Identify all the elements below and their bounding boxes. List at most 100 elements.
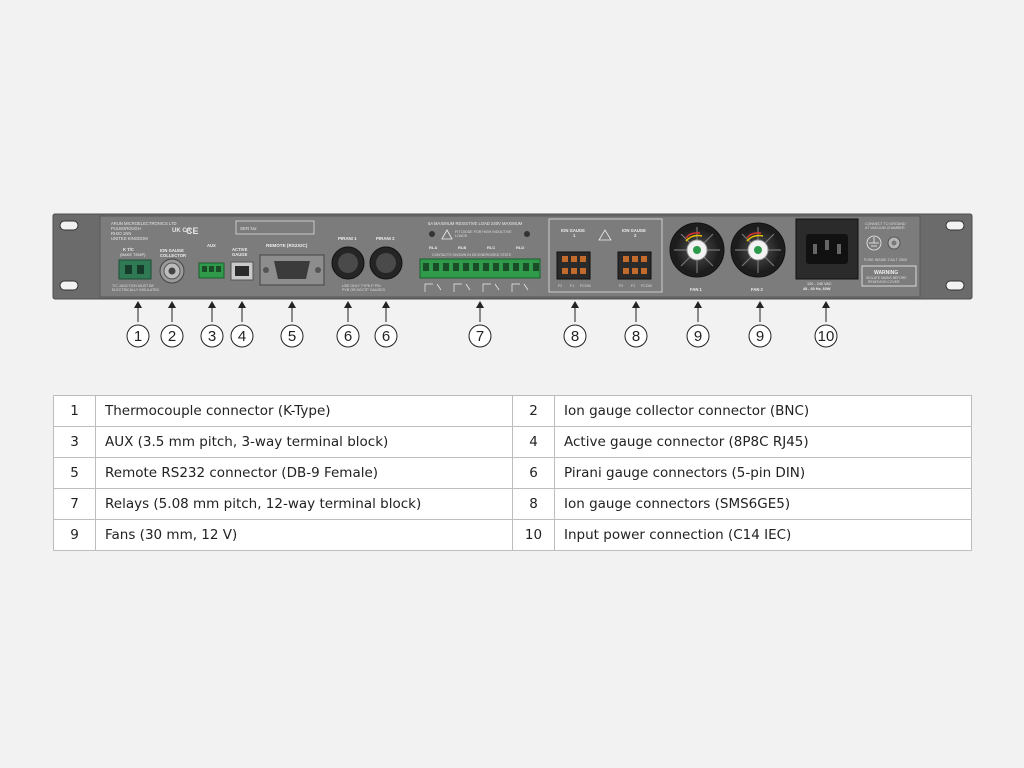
relay-d-label: RLD [516,245,524,250]
ion-pin-label: FCOM [641,284,652,288]
ground-label: AT VACUUM CHAMBER [865,226,905,230]
callout-number: 4 [238,328,246,345]
ion-pin-label: F2 [558,284,562,288]
relay-note: CONTACTS SHOWN IN DE-ENERGISED STATE [432,253,512,257]
pirani-note: PVB OR AGCTP GAUGES [342,288,386,292]
legend-number: 8 [512,488,555,520]
kt-c-note: ELECTRICALLY INSULATED [112,288,160,292]
callout-number: 3 [208,328,216,345]
mount-slot [945,220,965,231]
ion-pin-label: F2 [619,284,623,288]
aux-label: AUX [207,243,216,248]
callout-number: 8 [632,328,640,345]
legend-row: 5 Remote RS232 connector (DB-9 Female) 6… [53,457,972,489]
rj45-connector[interactable]: ACTIVE GAUGE [230,247,254,281]
callouts: 1 2 3 4 5 6 6 7 8 8 9 9 10 [126,301,838,348]
fan2-label: FAN 2 [751,287,764,292]
callout-10: 10 [814,301,838,348]
db9-connector[interactable]: REMOTE (RS232C) [259,243,325,286]
callout-9a: 9 [686,301,710,348]
thermocouple-connector[interactable]: K T/C (BAKE TEMP) T/C JUNCTION MUST BE E… [112,247,160,292]
callout-number: 1 [134,328,142,345]
certification-marks: UK CA CE [172,226,199,236]
bnc-connector[interactable]: ION GAUGE COLLECTOR [159,248,186,284]
legend-description: AUX (3.5 mm pitch, 3-way terminal block) [95,426,513,458]
callout-number: 8 [571,328,579,345]
legend-description: Fans (30 mm, 12 V) [95,519,513,551]
active-gauge-label: GAUGE [232,252,248,257]
pirani-note: USE ONLY TYPE-P PIN [342,284,381,288]
ion-pin-label: FCOM [580,284,591,288]
legend-number: 1 [53,395,96,427]
ion-gauge-1-num: 1 [573,233,576,238]
legend-description: Ion gauge collector connector (BNC) [554,395,972,427]
legend-description: Relays (5.08 mm pitch, 12-way terminal b… [95,488,513,520]
relay-b-label: RLB [458,245,466,250]
manufacturer-line: PULBOROUGH [111,226,141,231]
relay-a-label: RLA [429,245,437,250]
manufacturer-block: ARUN MICROELECTRONICS LTD PULBOROUGH RH2… [111,221,177,241]
legend-row: 7 Relays (5.08 mm pitch, 12-way terminal… [53,488,972,520]
fan-2: FAN 2 [730,222,786,292]
ion-collector-label: ION GAUGE [160,248,184,253]
pirani-connectors[interactable]: PIRANI 1 PIRANI 2 USE ONLY TYPE-P PIN PV… [331,236,403,292]
callout-8a: 8 [563,301,587,348]
legend-description: Remote RS232 connector (DB-9 Female) [95,457,513,489]
pirani1-label: PIRANI 1 [338,236,357,241]
rear-panel-diagram: ARUN MICROELECTRONICS LTD PULBOROUGH RH2… [0,0,1024,370]
legend-row: 1 Thermocouple connector (K-Type) 2 Ion … [53,395,972,427]
mount-slot [59,220,79,231]
ion-collector-label: COLLECTOR [160,253,186,258]
ion-gauge-1-label: ION GAUGE [561,228,585,233]
callout-number: 2 [168,328,176,345]
warning-text: REMOVING COVER [868,280,900,284]
fans: FAN 1 FAN 2 [669,222,786,292]
power-inlet[interactable]: 100 - 240 VAC 48 - 60 Hz, 60W [795,218,859,291]
ion-gauge-connectors[interactable]: ION GAUGE 1 ION GAUGE 2 F2 F1 FCOM F2 F1… [548,218,663,293]
ion-gauge-2-num: 2 [634,233,637,238]
callout-number: 5 [288,328,296,345]
warning-text: ISOLATE MAINS BEFORE [866,276,907,280]
callout-number: 6 [344,328,352,345]
callout-5: 5 [280,301,304,348]
kt-c-sublabel: (BAKE TEMP) [120,252,146,257]
power-rating: 48 - 60 Hz, 60W [803,287,831,291]
legend-number: 3 [53,426,96,458]
callout-3: 3 [200,301,224,348]
pirani2-label: PIRANI 2 [376,236,395,241]
aux-terminal[interactable]: AUX [198,243,225,279]
callout-7: 7 [468,301,492,348]
relay-warning: FIT DIODE FOR HIGH INDUCTIVE [455,230,512,234]
manufacturer-line: RH20 1NN [111,231,131,236]
mount-slot [59,280,79,291]
ion-gauge-2-label: ION GAUGE [622,228,646,233]
callout-number: 9 [694,328,702,345]
active-gauge-label: ACTIVE [232,247,248,252]
callout-number: 7 [476,328,484,345]
legend-number: 4 [512,426,555,458]
kt-c-note: T/C JUNCTION MUST BE [112,284,154,288]
legend-number: 5 [53,457,96,489]
warning-triangle-icon [598,229,612,241]
legend-row: 9 Fans (30 mm, 12 V) 10 Input power conn… [53,519,972,551]
callout-4: 4 [230,301,254,348]
legend-description: Ion gauge connectors (SMS6GE5) [554,488,972,520]
callout-1: 1 [126,301,150,348]
fan1-label: FAN 1 [690,287,703,292]
ground-warning-block: CONNECT TO GROUND AT VACUUM CHAMBER FUSE… [861,222,917,287]
legend-number: 6 [512,457,555,489]
serial-number-box: SER No: [235,220,315,235]
ser-no-label: SER No: [240,226,258,231]
callout-number: 6 [382,328,390,345]
legend-number: 7 [53,488,96,520]
remote-label: REMOTE (RS232C) [266,243,308,248]
callout-8b: 8 [624,301,648,348]
callout-9b: 9 [748,301,772,348]
power-label: 100 - 240 VAC [807,282,832,286]
legend-number: 10 [512,519,555,551]
legend-number: 9 [53,519,96,551]
legend-number: 2 [512,395,555,427]
legend-description: Thermocouple connector (K-Type) [95,395,513,427]
relay-terminal[interactable]: 5A MAXIMUM RESISTIVE LOAD 240V MAXIMUM F… [419,221,541,292]
manufacturer-line: UNITED KINGDOM [111,236,148,241]
